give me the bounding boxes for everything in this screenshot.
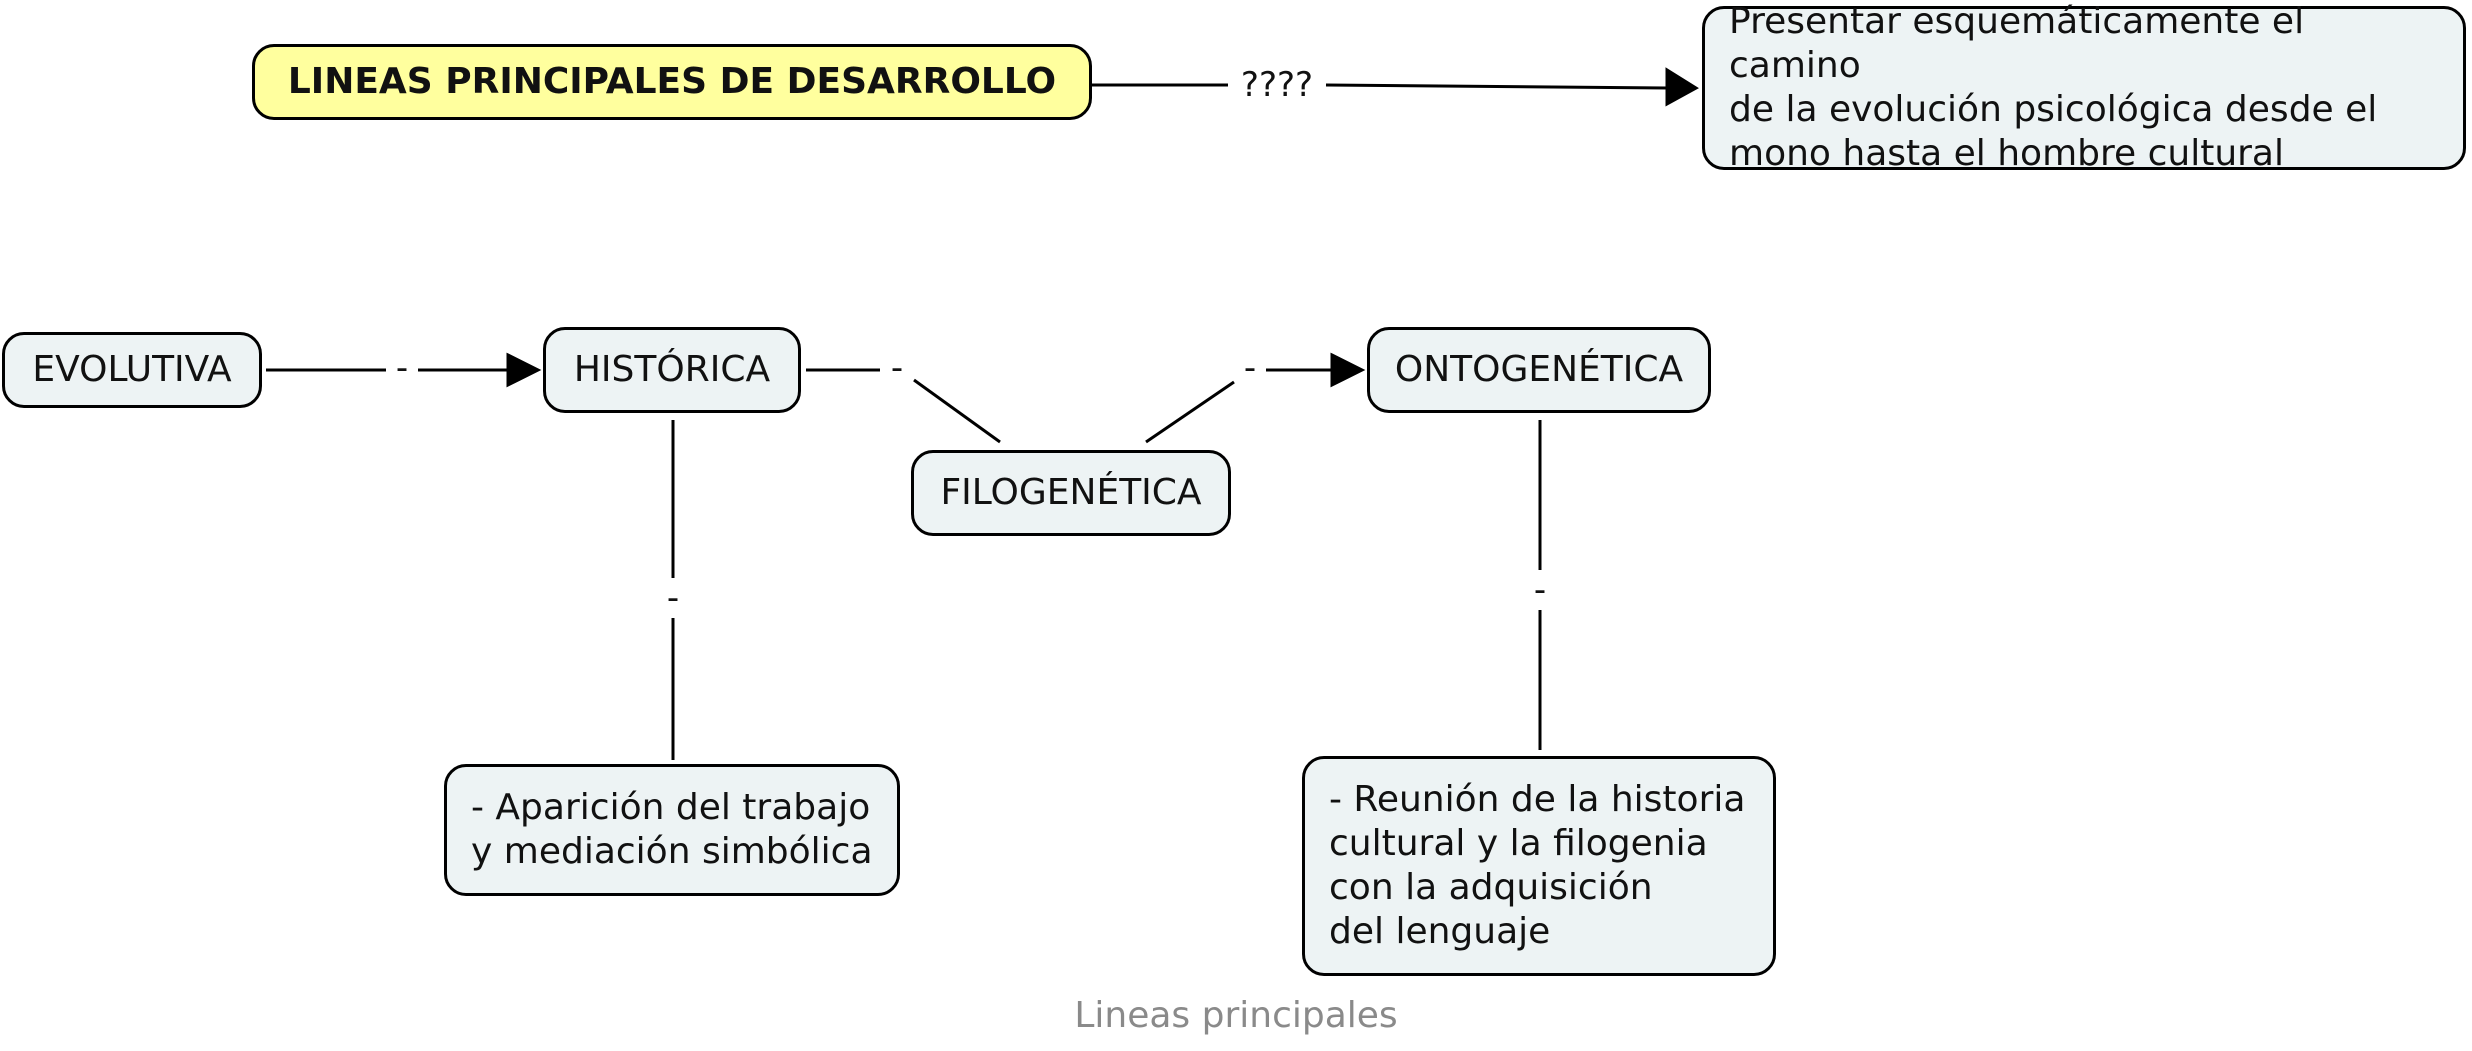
link-label-evolutiva-historica: - bbox=[388, 348, 416, 388]
arrowhead-ontogenetica bbox=[1330, 352, 1366, 388]
link-label-filogenetica-ontogenetica: - bbox=[1236, 348, 1264, 388]
arrowhead-historica bbox=[506, 352, 542, 388]
link-label-historica-filogenetica: - bbox=[882, 348, 912, 388]
link-label-ontogenetica-detail: - bbox=[1525, 570, 1555, 610]
purpose-node[interactable]: Presentar esquemáticamente el camino de … bbox=[1702, 1, 2466, 174]
filogenetica-node[interactable]: FILOGENÉTICA bbox=[911, 450, 1231, 536]
link-label-main-purpose: ???? bbox=[1230, 65, 1324, 105]
ontogenetica-detail-node[interactable]: - Reunión de la historia cultural y la f… bbox=[1302, 756, 1776, 976]
diagram-footer-caption: Lineas principales bbox=[1074, 995, 1398, 1036]
link-label-historica-detail: - bbox=[658, 578, 688, 618]
evolutiva-node[interactable]: EVOLUTIVA bbox=[2, 332, 262, 408]
connector-label-to-filogenetica bbox=[913, 378, 1001, 444]
ontogenetica-node[interactable]: ONTOGENÉTICA bbox=[1367, 327, 1711, 413]
historica-node[interactable]: HISTÓRICA bbox=[543, 327, 801, 413]
connector-filogenetica-to-label bbox=[1145, 380, 1235, 444]
main-concept-node[interactable]: LINEAS PRINCIPALES DE DESARROLLO bbox=[252, 44, 1092, 120]
connector-label-to-purpose bbox=[1325, 67, 1699, 107]
historica-detail-node[interactable]: - Aparición del trabajo y mediación simb… bbox=[444, 764, 900, 896]
